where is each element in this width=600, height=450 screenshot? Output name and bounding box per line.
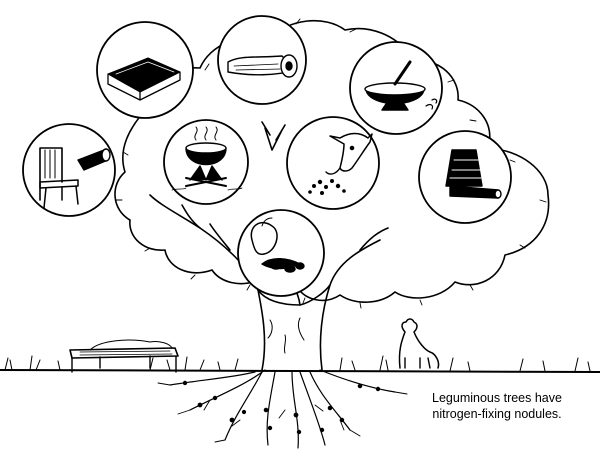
use-circle-paper [217,15,307,105]
caption-line-1: Leguminous trees have [432,391,562,405]
cow-fodder-icon [308,132,373,195]
dog-icon [398,318,440,369]
use-circle-charcoal [418,130,512,224]
wood-log-icon [77,148,111,171]
chair-icon [39,147,79,209]
fruit-icon [250,217,305,273]
caption-line-2: nitrogen-fixing nodules. [432,407,562,421]
use-circle-fuel [163,119,249,205]
caption: Leguminous trees have nitrogen-fixing no… [402,390,592,422]
charcoal-kiln-icon [445,149,502,199]
paper-roll-icon [227,54,298,78]
roots-with-nodules [157,369,408,449]
book-icon [107,57,181,101]
use-circle-furniture [22,123,116,217]
use-circle-fruit [237,209,325,297]
use-circle-book [96,21,194,119]
use-circle-fodder [286,116,380,210]
mortar-pestle-icon [364,60,438,111]
bed-icon [69,339,179,373]
cooking-fire-icon [171,126,243,191]
ground [0,355,600,373]
use-circle-medicine [349,41,443,135]
